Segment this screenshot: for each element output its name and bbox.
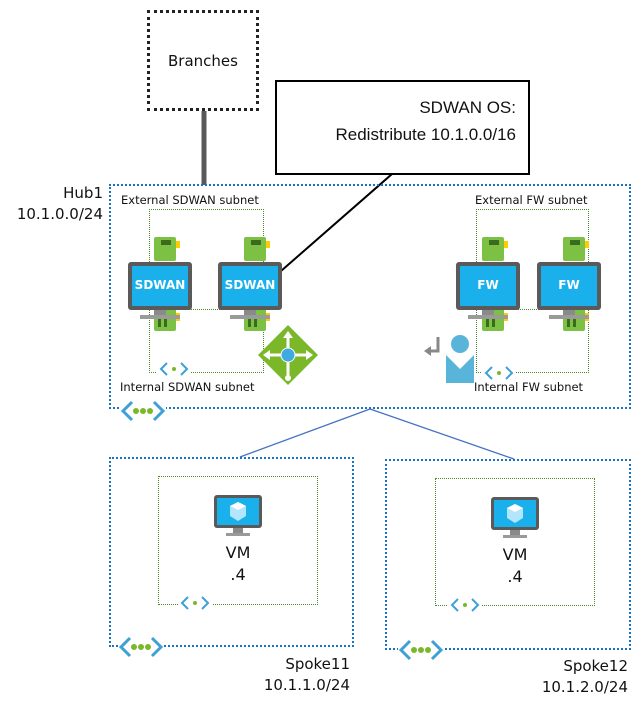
sdwan-subnet-icon: [157, 360, 191, 378]
fw-appliance-1: FW: [456, 237, 520, 332]
spoke12-subnet-icon: [448, 596, 482, 614]
appliance-label: FW: [477, 278, 499, 292]
fw-subnet-icon: [482, 364, 516, 382]
spoke-name: Spoke12: [563, 657, 628, 675]
note-callout-line: [280, 173, 393, 272]
spoke-name: Spoke11: [285, 655, 350, 673]
spoke12-subnet: [435, 478, 595, 606]
load-balancer-icon: [258, 325, 318, 385]
external-fw-subnet-label: External FW subnet: [475, 193, 588, 207]
spoke12-label: Spoke12 10.1.2.0/24: [518, 656, 628, 698]
vm-icon: [214, 495, 262, 536]
branches-box: Branches: [147, 10, 259, 111]
branches-label: Branches: [168, 51, 238, 70]
spoke12-vm: [490, 496, 540, 540]
spoke-cidr: 10.1.1.0/24: [263, 676, 350, 694]
note-line-2: Redistribute 10.1.0.0/16: [335, 125, 516, 144]
monitor-icon: [537, 262, 601, 319]
hub-vnet-icon: [120, 399, 166, 423]
hub-vnet: [109, 184, 631, 409]
spoke12-vm-label: VM .4: [485, 544, 545, 588]
hub-cidr: 10.1.0.0/24: [16, 205, 103, 223]
sdwan-appliance-1: SDWAN: [128, 237, 192, 332]
vm-name: VM: [225, 543, 251, 562]
spoke11-vm-label: VM .4: [208, 542, 268, 586]
sdwan-appliance-2: SDWAN: [218, 237, 282, 332]
peering-line-spoke12: [369, 408, 515, 460]
note-line-1: SDWAN OS:: [419, 98, 516, 117]
spoke11-subnet-icon: [178, 594, 212, 612]
appliance-label: SDWAN: [134, 278, 186, 292]
note-box: SDWAN OS: Redistribute 10.1.0.0/16: [275, 80, 530, 175]
vm-ip: .4: [507, 567, 523, 586]
spoke12-vnet-icon: [398, 638, 444, 662]
spoke11-vnet: [109, 457, 354, 647]
spoke12-vnet: [385, 459, 631, 650]
internal-fw-subnet-label: Internal FW subnet: [474, 380, 584, 394]
vm-ip: .4: [230, 565, 246, 584]
spoke11-vm: [213, 494, 263, 538]
monitor-icon: [456, 262, 520, 319]
external-sdwan-subnet-label: External SDWAN subnet: [121, 193, 259, 207]
vm-icon: [491, 497, 539, 538]
monitor-icon: [218, 262, 282, 319]
spoke11-subnet: [158, 476, 318, 605]
hub-name: Hub1: [63, 184, 103, 202]
hub-label: Hub1 10.1.0.0/24: [0, 183, 103, 225]
peering-line-spoke11: [239, 408, 371, 458]
monitor-icon: [128, 262, 192, 319]
user-defined-route-icon: [424, 335, 474, 383]
fw-internal-subnet: [476, 309, 589, 373]
spoke-cidr: 10.1.2.0/24: [541, 678, 628, 696]
appliance-label: SDWAN: [224, 278, 276, 292]
internal-sdwan-subnet-label: Internal SDWAN subnet: [120, 380, 255, 394]
spoke11-vnet-icon: [118, 635, 164, 659]
spoke11-label: Spoke11 10.1.1.0/24: [240, 654, 350, 696]
appliance-label: FW: [558, 278, 580, 292]
fw-appliance-2: FW: [537, 237, 601, 332]
vm-name: VM: [502, 545, 528, 564]
sdwan-internal-subnet: [149, 309, 264, 373]
